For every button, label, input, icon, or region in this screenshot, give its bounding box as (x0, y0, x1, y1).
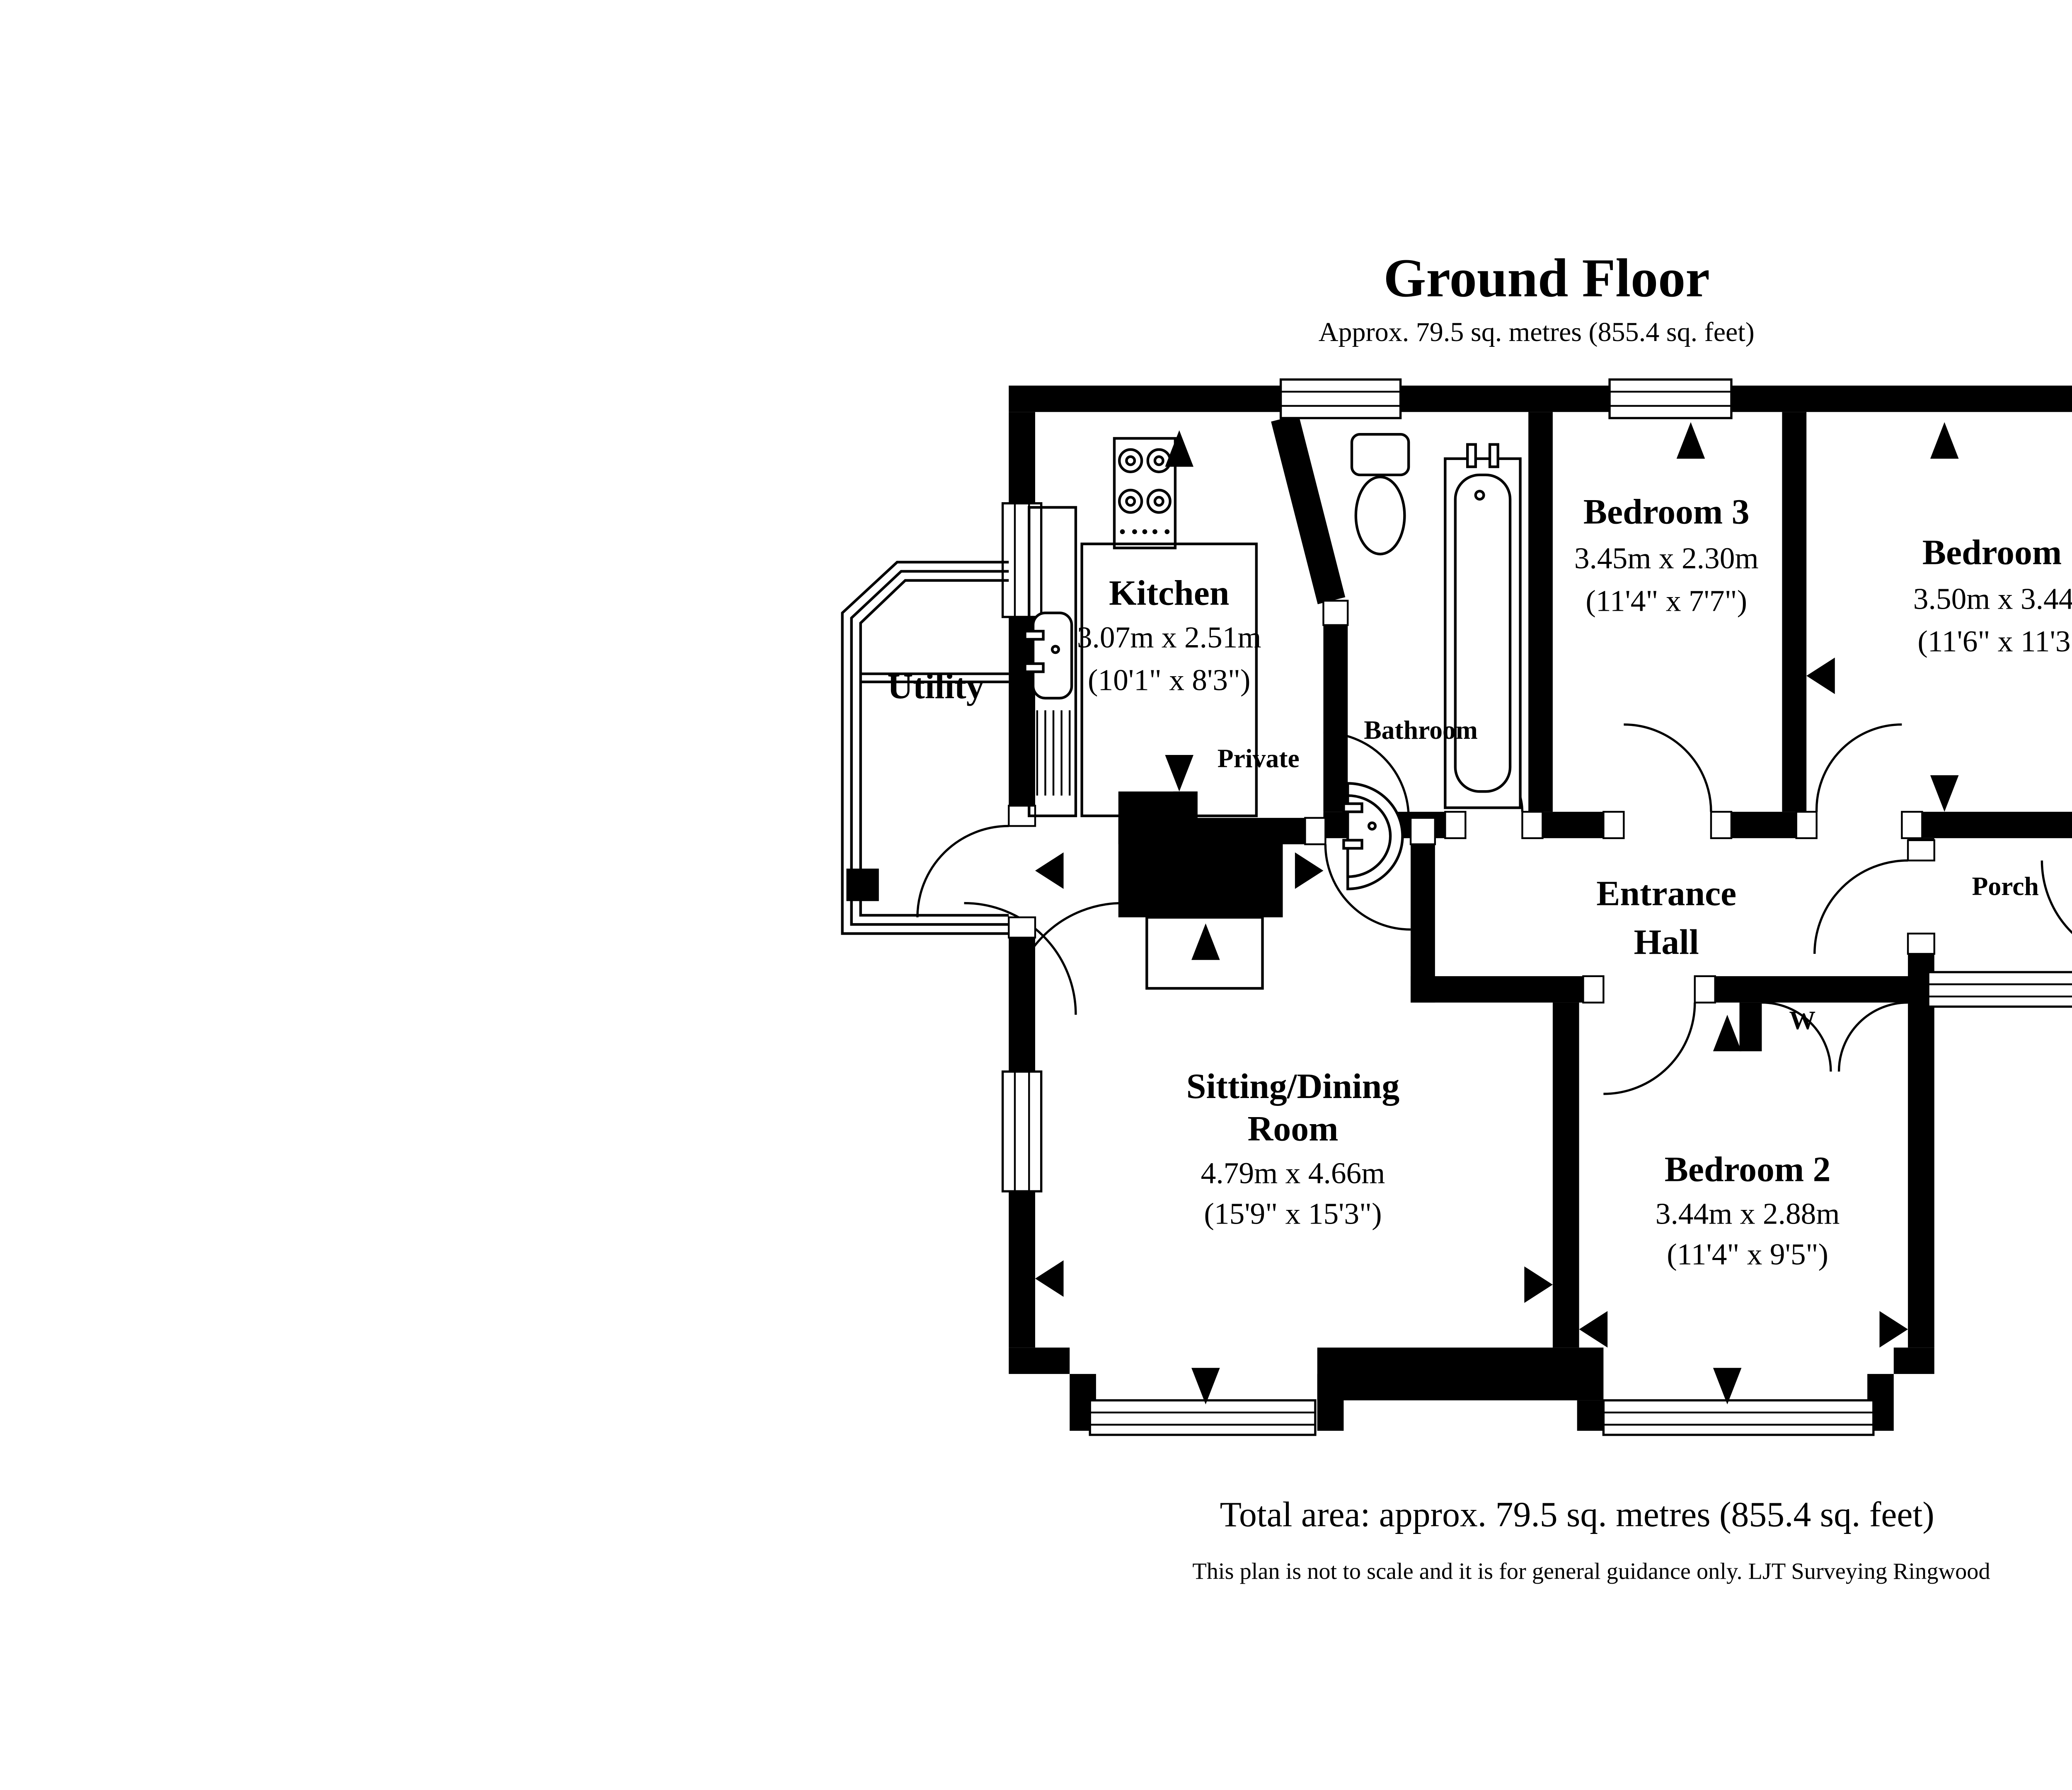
door-arc-hall-sitting (1324, 844, 1411, 931)
doors (916, 723, 2072, 1095)
basin-icon (1342, 782, 1404, 890)
toilet-icon (1350, 433, 1410, 556)
label-kitchen-dims-metric: 3.07m x 2.51m (1077, 620, 1261, 654)
arrow-right-bedroom2 (1879, 1311, 1908, 1348)
arrow-up-bedroom1 (1930, 422, 1959, 459)
arrow-left-kitchen (1035, 852, 1064, 889)
label-sitting-line1: Sitting/Dining (1186, 1067, 1400, 1106)
label-sitting-dims-metric: 4.79m x 4.66m (1201, 1156, 1385, 1190)
arrow-down-sitting (1191, 1368, 1220, 1405)
label-bedroom1-dims-metric: 3.50m x 3.44m (1913, 582, 2072, 615)
label-entrance: Entrance (1596, 873, 1736, 913)
door-arc-sitting-right (1009, 902, 1123, 1015)
label-bedroom2-dims-metric: 3.44m x 2.88m (1656, 1197, 1840, 1230)
label-kitchen: Kitchen (1109, 573, 1229, 613)
label-sitting-dims-imperial: (15'9" x 15'3") (1204, 1197, 1382, 1230)
arrow-right-sitting (1524, 1266, 1553, 1303)
label-bedroom1-dims-imperial: (11'6" x 11'3") (1917, 624, 2072, 658)
window-kitchen-left (1001, 502, 1043, 618)
label-porch: Porch (1972, 871, 2038, 901)
door-arc-bedroom3 (1624, 723, 1712, 812)
window-top-bedroom3 (1608, 378, 1733, 419)
label-bathroom: Bathroom (1364, 715, 1478, 745)
measure-arrows (1035, 422, 1959, 1405)
door-arc-wardrobe-right (1837, 1001, 1908, 1072)
door-arc-porch-external (2041, 860, 2072, 934)
footer-total-area: Total area: approx. 79.5 sq. metres (855… (1220, 1495, 1934, 1534)
door-arc-bedroom1 (1815, 723, 1902, 812)
sink-icon (1024, 612, 1073, 796)
window-sitting-left (1001, 1070, 1043, 1193)
arrow-left-bedroom2 (1579, 1311, 1608, 1348)
arrow-up-bedroom3 (1676, 422, 1705, 459)
window-porch-bottom (1927, 971, 2072, 1008)
label-bedroom2: Bedroom 2 (1665, 1150, 1831, 1189)
arrow-left-sitting (1035, 1260, 1064, 1297)
arrow-up-bedroom2 (1713, 1014, 1742, 1052)
utility-structure (841, 561, 1009, 935)
arrow-left-bedroom1 (1806, 657, 1835, 694)
door-arc-private (1323, 731, 1410, 818)
label-bedroom3: Bedroom 3 (1583, 492, 1750, 532)
arrow-up-sitting (1191, 923, 1220, 960)
label-bedroom2-dims-imperial: (11'4" x 9'5") (1667, 1237, 1828, 1271)
label-bedroom3-dims-metric: 3.45m x 2.30m (1574, 541, 1759, 575)
door-arc-wardrobe-left (1762, 1001, 1832, 1072)
footer-disclaimer: This plan is not to scale and it is for … (1192, 1559, 1990, 1584)
label-kitchen-dims-imperial: (10'1" x 8'3") (1088, 663, 1250, 697)
arrow-up-kitchen (1165, 430, 1193, 467)
label-private: Private (1218, 743, 1300, 773)
windows (1001, 378, 2072, 1436)
label-wardrobe: W (1789, 1005, 1816, 1035)
hob-icon (1113, 437, 1177, 549)
arrow-right-kitchen (1295, 852, 1324, 889)
page-title: Ground Floor (1384, 247, 1710, 308)
kitchen-counter (1028, 506, 1258, 818)
label-hall: Hall (1634, 922, 1699, 962)
window-top-bathroom (1279, 378, 1402, 419)
hearth (1145, 916, 1264, 990)
door-arc-bedroom2 (1603, 1002, 1696, 1095)
door-arc-utility (916, 825, 1009, 917)
page-subtitle: Approx. 79.5 sq. metres (855.4 sq. feet) (1319, 317, 1755, 347)
label-sitting-line2: Room (1248, 1109, 1339, 1149)
label-bedroom1: Bedroom 1 (1922, 533, 2072, 572)
label-utility: Utility (887, 667, 984, 706)
bathtub-icon (1444, 443, 1522, 809)
door-arc-front-door (1813, 859, 1908, 954)
walls (846, 385, 2072, 1431)
arrow-down-bedroom1 (1930, 775, 1959, 812)
window-sitting-bay (1089, 1399, 1317, 1436)
window-bedroom2-bay (1602, 1399, 1875, 1436)
room-labels: Kitchen 3.07m x 2.51m (10'1" x 8'3") Uti… (887, 492, 2072, 1271)
arrow-down-bedroom2 (1713, 1368, 1742, 1405)
label-bedroom3-dims-imperial: (11'4" x 7'7") (1585, 584, 1747, 617)
arrow-down-kitchen (1165, 755, 1193, 792)
